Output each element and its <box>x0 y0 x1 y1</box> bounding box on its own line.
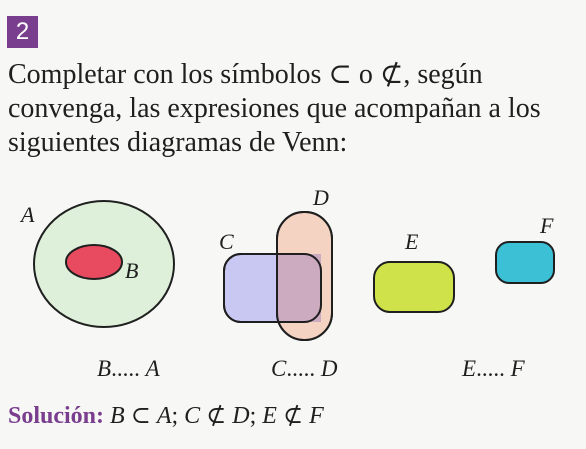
set-b-shape <box>65 244 123 280</box>
expression-right: F <box>510 356 525 381</box>
expression-e-f: E..... F <box>462 356 525 382</box>
set-d-label: D <box>312 185 329 210</box>
exercise-number-badge: 2 <box>7 16 38 48</box>
exercise-prompt: Completar con los símbolos ⊂ o ⊄, según … <box>8 58 578 160</box>
expression-left: B <box>97 356 112 381</box>
prompt-line-1: Completar con los símbolos ⊂ o ⊄, según <box>8 59 483 90</box>
solution-part-1-symbol: ⊂ <box>130 403 151 429</box>
venn-diagram-b-a: A B <box>19 200 175 328</box>
solution-line: Solución: B ⊂ A; C ⊄ D; E ⊄ F <box>8 402 324 430</box>
venn-diagram-e-f: E F <box>373 213 555 313</box>
solution-label: Solución: <box>8 403 105 429</box>
solution-part-2-sep: ; <box>249 403 257 429</box>
venn-diagram-c-d: C D <box>219 185 333 341</box>
solution-part-3-left: E <box>262 403 277 429</box>
solution-part-1-sep: ; <box>171 403 179 429</box>
prompt-line-3: siguientes diagramas de Venn: <box>8 127 348 158</box>
solution-part-3-symbol: ⊄ <box>282 403 304 429</box>
solution-part-3-right: F <box>309 403 324 429</box>
set-c-label: C <box>219 229 234 254</box>
expression-blank: ..... <box>111 356 140 381</box>
solution-part-2-right: D <box>232 403 250 429</box>
solution-part-2-left: C <box>184 403 201 429</box>
set-e-label: E <box>404 229 419 254</box>
expression-b-a: B..... A <box>97 356 160 382</box>
expression-blank: ..... <box>476 356 505 381</box>
expression-blank: ..... <box>286 356 316 381</box>
set-e-shape <box>373 261 455 313</box>
venn-diagrams: A B C D E F <box>19 185 555 341</box>
solution-part-2-symbol: ⊄ <box>206 403 227 429</box>
set-c-d-overlap <box>277 254 321 322</box>
expression-left: C <box>271 356 287 381</box>
expression-left: E <box>462 356 477 381</box>
set-f-label: F <box>539 213 554 238</box>
expression-right: A <box>145 356 160 381</box>
solution-part-1-right: A <box>156 403 172 429</box>
solution-part-1-left: B <box>110 403 125 429</box>
expression-c-d: C..... D <box>271 356 337 382</box>
expression-right: D <box>320 356 338 381</box>
prompt-line-2: convenga, las expresiones que acompañan … <box>8 93 541 124</box>
set-f-shape <box>495 241 555 284</box>
set-b-label: B <box>125 258 138 283</box>
set-a-label: A <box>19 202 35 227</box>
